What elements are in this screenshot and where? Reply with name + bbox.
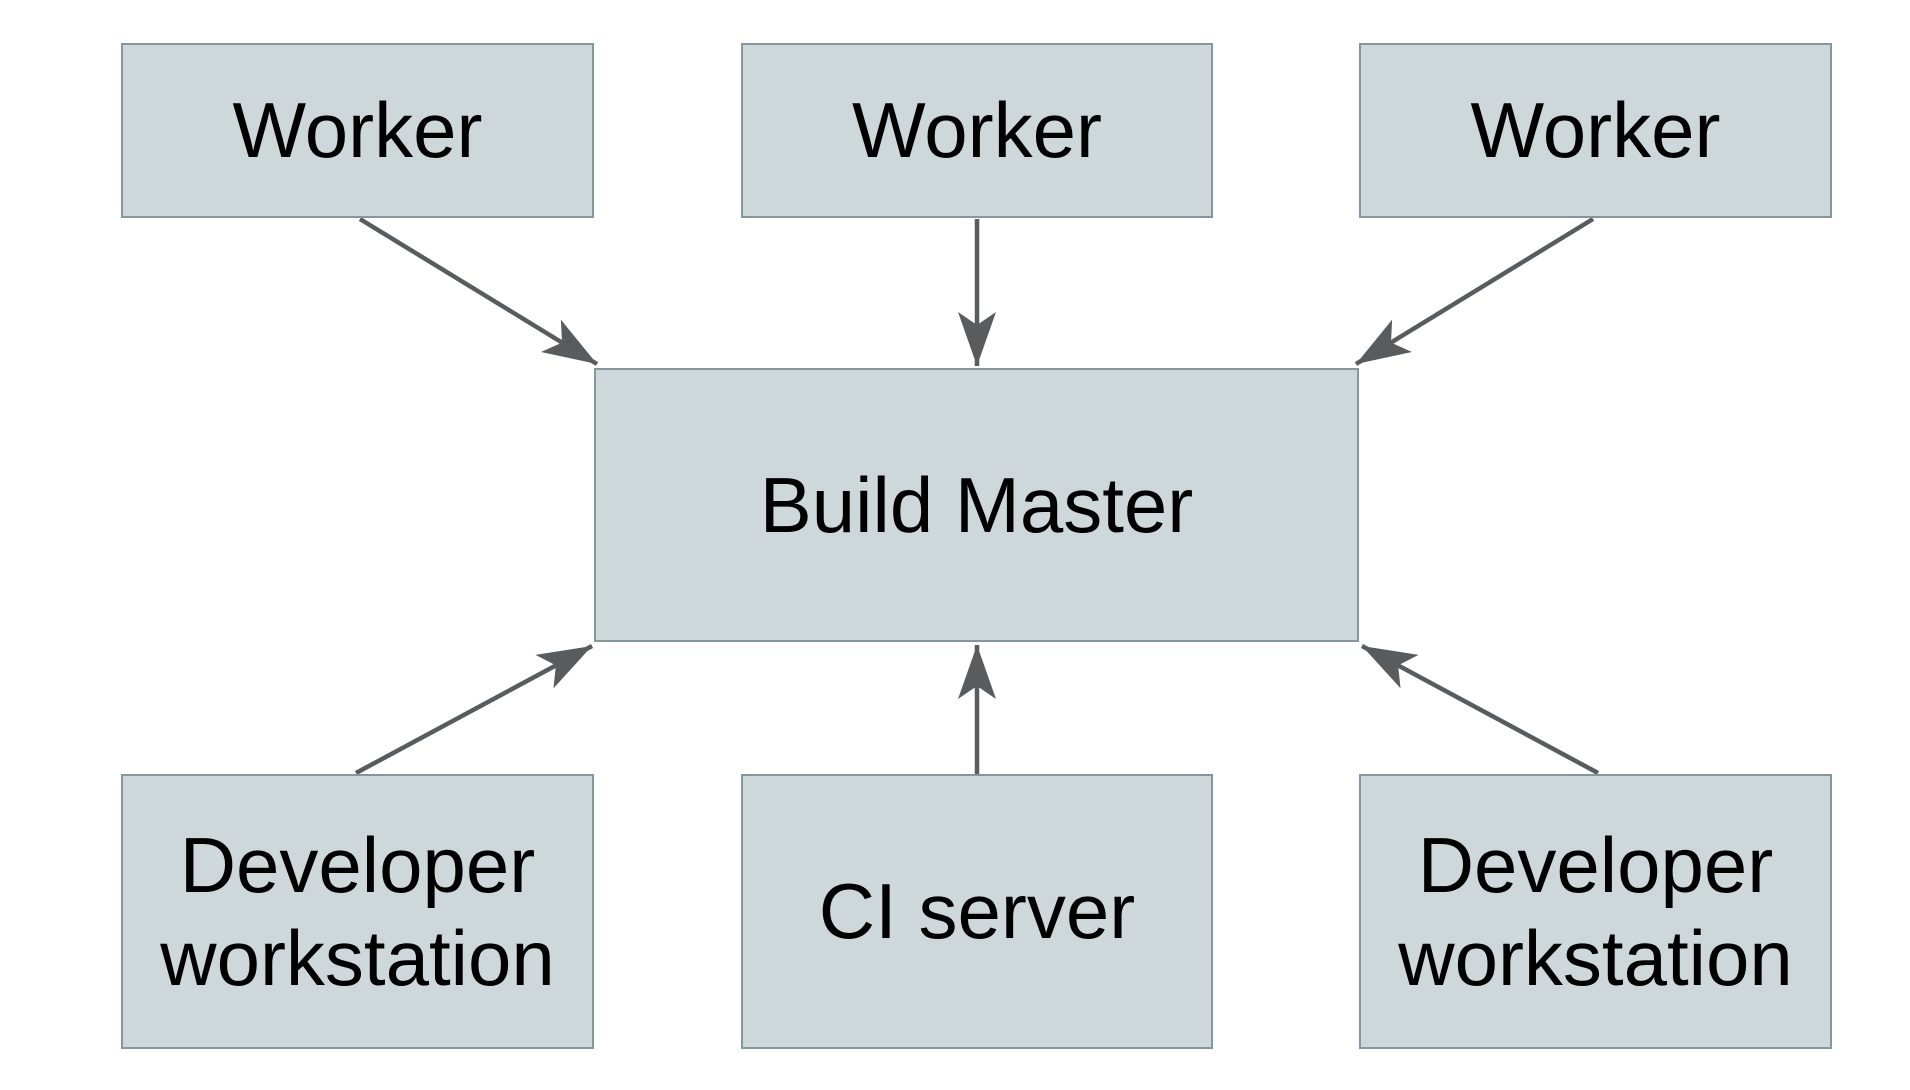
node-worker-1: Worker <box>121 43 594 218</box>
node-worker-3: Worker <box>1359 43 1832 218</box>
node-label: Worker <box>852 86 1102 175</box>
node-label: CI server <box>818 867 1136 956</box>
node-label: Worker <box>232 86 483 175</box>
arrow-developer-workstation-right-to-build-master <box>1360 644 1600 775</box>
node-build-master: Build Master <box>594 368 1359 642</box>
node-label: Developer workstation <box>1398 821 1793 1002</box>
node-developer-workstation-right: Developer workstation <box>1359 774 1832 1049</box>
node-worker-2: Worker <box>741 43 1213 218</box>
node-developer-workstation-left: Developer workstation <box>121 774 594 1049</box>
arrow-developer-workstation-left-to-build-master <box>354 644 594 775</box>
node-label: Worker <box>1470 86 1721 175</box>
node-ci-server: CI server <box>741 774 1213 1049</box>
node-label: Build Master <box>759 460 1194 549</box>
node-label: Developer workstation <box>160 821 555 1002</box>
arrow-group <box>354 217 1600 775</box>
arrow-worker-1-to-build-master <box>358 217 599 366</box>
arrow-worker-3-to-build-master <box>1354 217 1595 366</box>
